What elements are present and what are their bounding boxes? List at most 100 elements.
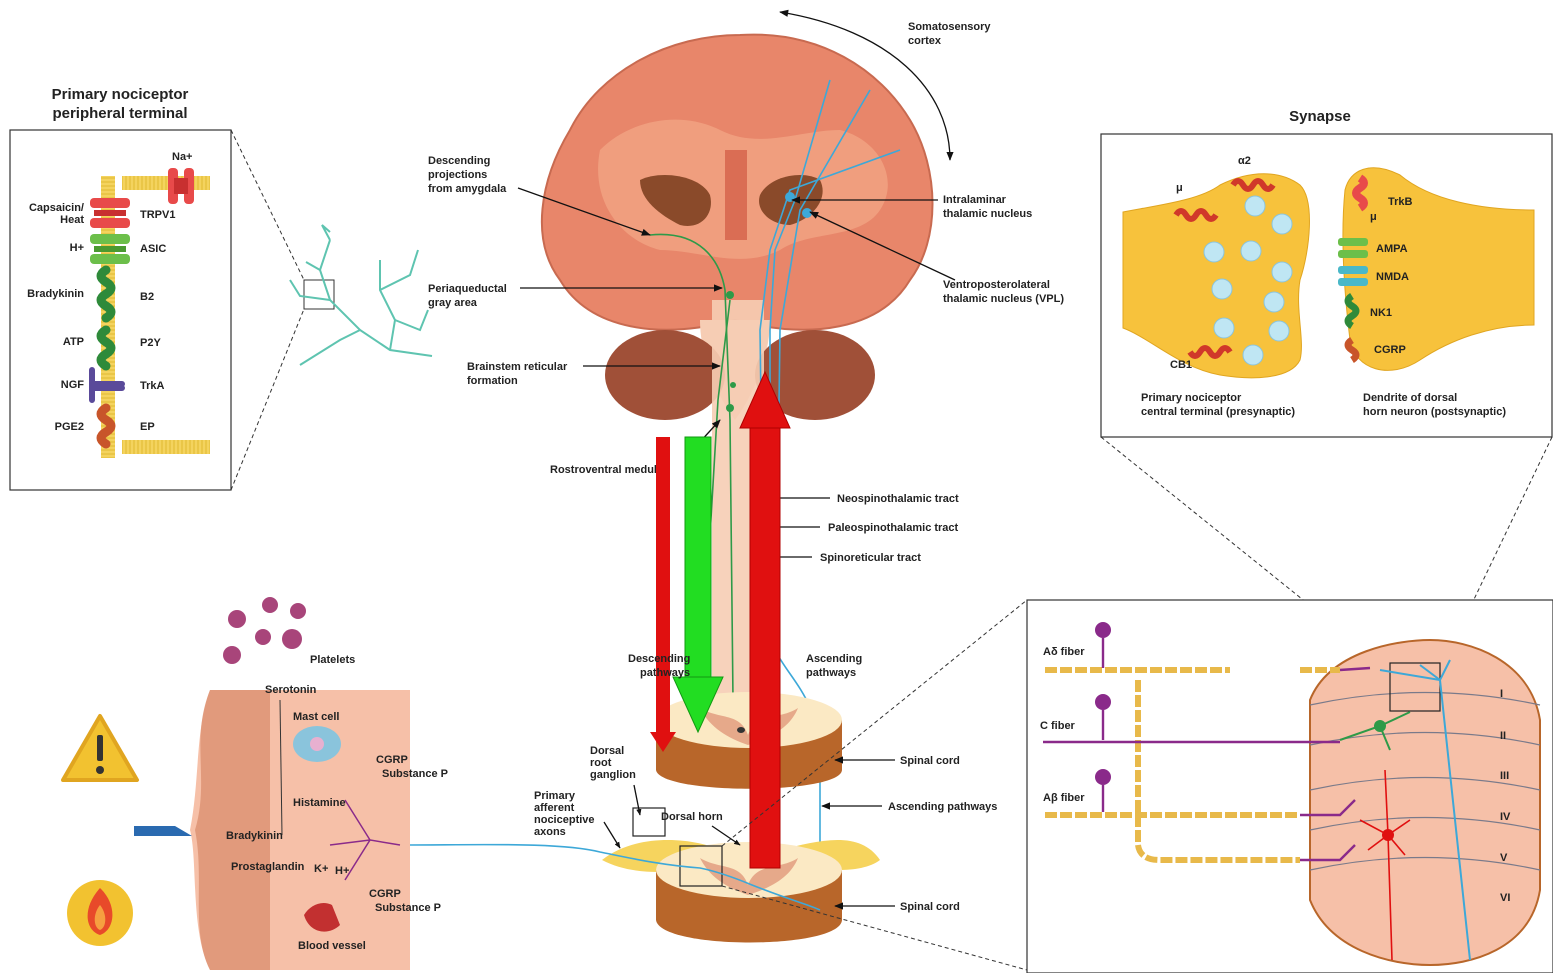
p2y-label: P2Y xyxy=(140,337,161,349)
ascending-pathways-line2: pathways xyxy=(806,667,856,679)
substance-p-label-2: Substance P xyxy=(375,902,441,914)
neo-tract-label: Neospinothalamic tract xyxy=(837,493,959,505)
lamina-section xyxy=(1310,640,1540,965)
dorsal-horn-panel: I II III IV V VI xyxy=(1027,600,1553,973)
peripheral-title-line1: Primary nociceptor xyxy=(52,86,189,103)
mast-cell-label: Mast cell xyxy=(293,711,339,723)
spinal-cord-label-1: Spinal cord xyxy=(900,755,960,767)
vpl-line2: thalamic nucleus (VPL) xyxy=(943,293,1064,305)
reticular-line1: Brainstem reticular xyxy=(467,361,568,373)
primary-afferent-arrow xyxy=(604,822,620,848)
cb1-label: CB1 xyxy=(1170,359,1192,371)
warning-icon xyxy=(63,716,137,780)
descending-line1: Descending xyxy=(428,155,490,167)
h-plus-label: H+ xyxy=(70,242,84,254)
intralaminar-line1: Intralaminar xyxy=(943,194,1007,206)
ampa-receptor-icon xyxy=(1338,238,1368,246)
cgrp-label-2: CGRP xyxy=(369,888,401,900)
post-caption-line2: horn neuron (postsynaptic) xyxy=(1363,406,1506,418)
lamina-III: III xyxy=(1500,770,1509,782)
membrane-top xyxy=(122,176,210,190)
trka-label: TrkA xyxy=(140,380,165,392)
a-delta-label: Aδ fiber xyxy=(1043,646,1085,658)
dorsal-horn-label: Dorsal horn xyxy=(661,811,723,823)
asic-label: ASIC xyxy=(140,243,166,255)
vpl-line1: Ventroposterolateral xyxy=(943,279,1050,291)
post-caption-line1: Dendrite of dorsal xyxy=(1363,392,1457,404)
synapse-title: Synapse xyxy=(1289,108,1351,125)
pag-line2: gray area xyxy=(428,297,478,309)
pre-caption-line1: Primary nociceptor xyxy=(1141,392,1242,404)
primary-afferent-line1: Primary xyxy=(534,790,576,802)
drg-line2: root xyxy=(590,757,612,769)
a-beta-label: Aβ fiber xyxy=(1043,792,1085,804)
nerve-ending-icon xyxy=(290,225,432,365)
spinal-cord-lower xyxy=(602,808,880,943)
descending-pathways-line2: pathways xyxy=(640,667,690,679)
b2-label: B2 xyxy=(140,291,154,303)
trpv1-label: TRPV1 xyxy=(140,209,175,221)
blood-vessel-label: Blood vessel xyxy=(298,940,366,952)
h-plus-label: H+ xyxy=(335,865,349,877)
nmda-label: NMDA xyxy=(1376,271,1409,283)
descending-pathways-line1: Descending xyxy=(628,653,690,665)
peripheral-title-line2: peripheral terminal xyxy=(52,105,187,122)
drg-line1: Dorsal xyxy=(590,745,624,757)
cgrp-label: CGRP xyxy=(1374,344,1406,356)
asic-channel-icon xyxy=(90,234,130,264)
lamina-VI: VI xyxy=(1500,892,1510,904)
capsaicin-label: Capsaicin/ xyxy=(29,202,84,214)
bradykinin-label: Bradykinin xyxy=(27,288,84,300)
brain-illustration xyxy=(542,35,933,700)
paleo-tract-label: Paleospinothalamic tract xyxy=(828,522,959,534)
na-label: Na+ xyxy=(172,151,193,163)
atp-label: ATP xyxy=(63,336,84,348)
ascending-pathways-line1: Ascending xyxy=(806,653,862,665)
rostroventral-label: Rostroventral medulla xyxy=(550,464,667,476)
lamina-IV: IV xyxy=(1500,811,1511,823)
descending-line2: projections xyxy=(428,169,487,181)
cgrp-label-1: CGRP xyxy=(376,754,408,766)
primary-afferent-line4: axons xyxy=(534,826,566,838)
lamina-II: II xyxy=(1500,730,1506,742)
spinoreticular-label: Spinoreticular tract xyxy=(820,552,921,564)
trkb-label: TrkB xyxy=(1388,196,1413,208)
zoom-line xyxy=(231,309,304,490)
somatosensory-line2: cortex xyxy=(908,35,942,47)
peripheral-terminal-panel: Primary nociceptor peripheral terminal C… xyxy=(10,86,334,490)
zoom-box xyxy=(304,280,334,309)
zoom-line xyxy=(231,130,304,280)
ep-label: EP xyxy=(140,421,155,433)
trpv1-channel-icon xyxy=(90,198,130,228)
drg-line3: ganglion xyxy=(590,769,636,781)
ampa-label: AMPA xyxy=(1376,243,1408,255)
histamine-label: Histamine xyxy=(293,797,346,809)
substance-p-label-1: Substance P xyxy=(382,768,448,780)
pge2-label: PGE2 xyxy=(55,421,84,433)
ngf-label: NGF xyxy=(61,379,85,391)
ascending-right-label: Ascending pathways xyxy=(888,801,997,813)
spinal-cord-label-2: Spinal cord xyxy=(900,901,960,913)
somatosensory-line1: Somatosensory xyxy=(908,21,991,33)
mu-post-label: μ xyxy=(1370,211,1377,223)
platelets-label: Platelets xyxy=(310,654,355,666)
prostaglandin-label: Prostaglandin xyxy=(231,861,305,873)
pre-caption-line2: central terminal (presynaptic) xyxy=(1141,406,1295,418)
nmda-receptor-icon xyxy=(1338,266,1368,274)
lamina-I: I xyxy=(1500,688,1503,700)
drg-arrow xyxy=(634,785,640,815)
primary-afferent-line2: afferent xyxy=(534,802,575,814)
mu-pre-label: μ xyxy=(1176,182,1183,194)
intralaminar-line2: thalamic nucleus xyxy=(943,208,1032,220)
primary-afferent-line3: nociceptive xyxy=(534,814,595,826)
needle-icon xyxy=(134,826,192,836)
membrane-bottom xyxy=(122,440,210,454)
alpha2-label: α2 xyxy=(1238,155,1251,167)
pag-line1: Periaqueductal xyxy=(428,283,507,295)
serotonin-label: Serotonin xyxy=(265,684,317,696)
descending-line3: from amygdala xyxy=(428,183,507,195)
spinal-cord-upper xyxy=(656,692,842,789)
heat-label: Heat xyxy=(60,214,84,226)
fire-icon xyxy=(67,880,133,946)
